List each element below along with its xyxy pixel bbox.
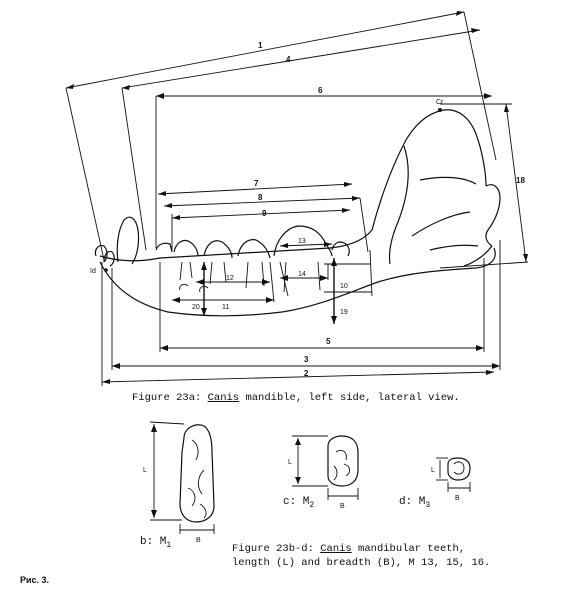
tooth-m3-caption: d: M3 <box>399 496 431 511</box>
measurement-line-18: 18 <box>439 103 529 269</box>
mandible-outline <box>94 109 501 317</box>
measurement-line-8: 8 <box>163 193 369 253</box>
landmark-cr-label: Cr <box>436 99 444 106</box>
footer-figure-label: Рис. 3. <box>20 575 50 585</box>
tooth-m3-breadth-label: B <box>455 495 460 502</box>
measure-label-4: 4 <box>286 55 291 64</box>
measurement-line-2: 2 <box>101 262 495 386</box>
measurement-line-7: 7 <box>157 179 353 196</box>
measure-label-18: 18 <box>516 176 525 185</box>
genus-name: Canis <box>320 543 352 555</box>
measure-label-13: 13 <box>298 238 306 245</box>
measure-label-9: 9 <box>262 209 267 218</box>
landmark-cr-dot <box>438 108 442 112</box>
measure-label-1: 1 <box>258 41 263 50</box>
measure-label-2: 2 <box>304 369 309 378</box>
measurement-line-12: 12 <box>196 261 275 303</box>
measurement-line-5: 5 <box>159 258 485 352</box>
tooth-m2-caption: c: M2 <box>283 496 315 511</box>
tooth-m2-diagram: L B <box>288 435 359 510</box>
measure-label-12: 12 <box>226 275 234 282</box>
tooth-m1-breadth-label: B <box>196 537 201 544</box>
measurement-line-14: 14 <box>279 261 329 297</box>
figure-23bd-caption-line2: length (L) and breadth (B), M 13, 15, 16… <box>232 557 491 569</box>
tooth-m1-length-label: L <box>143 467 147 474</box>
tooth-m2-breadth-label: B <box>340 503 345 510</box>
measurement-line-20: 20 <box>192 262 207 316</box>
measure-label-6: 6 <box>318 86 323 95</box>
measurement-line-10: 10 <box>324 249 373 297</box>
measurement-line-4: 4 <box>121 28 481 251</box>
measurement-line-1: 1 <box>65 11 497 261</box>
measure-label-7: 7 <box>254 179 259 188</box>
tooth-m1-diagram: L B <box>143 421 215 544</box>
measure-label-11: 11 <box>222 304 229 311</box>
measurement-line-11: 11 <box>172 297 274 311</box>
measure-label-14: 14 <box>298 271 306 278</box>
measure-label-3: 3 <box>304 355 309 364</box>
measure-label-5: 5 <box>326 337 331 346</box>
tooth-m1-caption: b: M1 <box>140 536 172 551</box>
figure-23a-caption: Figure 23a: Canis mandible, left side, l… <box>132 392 460 404</box>
tooth-m3-diagram: L B <box>431 457 471 502</box>
measurement-line-6: 6 <box>155 86 492 248</box>
landmark-id-label: Id <box>90 268 96 275</box>
figure-23bd-caption-line1: Figure 23b-d: Canis mandibular teeth, <box>232 543 466 555</box>
measurement-line-9: 9 <box>171 208 351 250</box>
measure-label-19: 19 <box>340 309 348 316</box>
measure-label-8: 8 <box>258 193 263 202</box>
tooth-m2-length-label: L <box>288 459 292 466</box>
measure-label-10: 10 <box>340 283 348 290</box>
measure-label-20: 20 <box>192 304 200 311</box>
cheek-teeth-row <box>155 225 350 293</box>
measurement-line-3: 3 <box>111 240 501 370</box>
landmark-id-dot <box>104 268 108 272</box>
genus-name: Canis <box>207 392 240 404</box>
measurement-line-13: 13 <box>279 238 333 248</box>
tooth-m3-length-label: L <box>431 467 435 474</box>
measurement-line-19: 19 <box>331 258 348 324</box>
